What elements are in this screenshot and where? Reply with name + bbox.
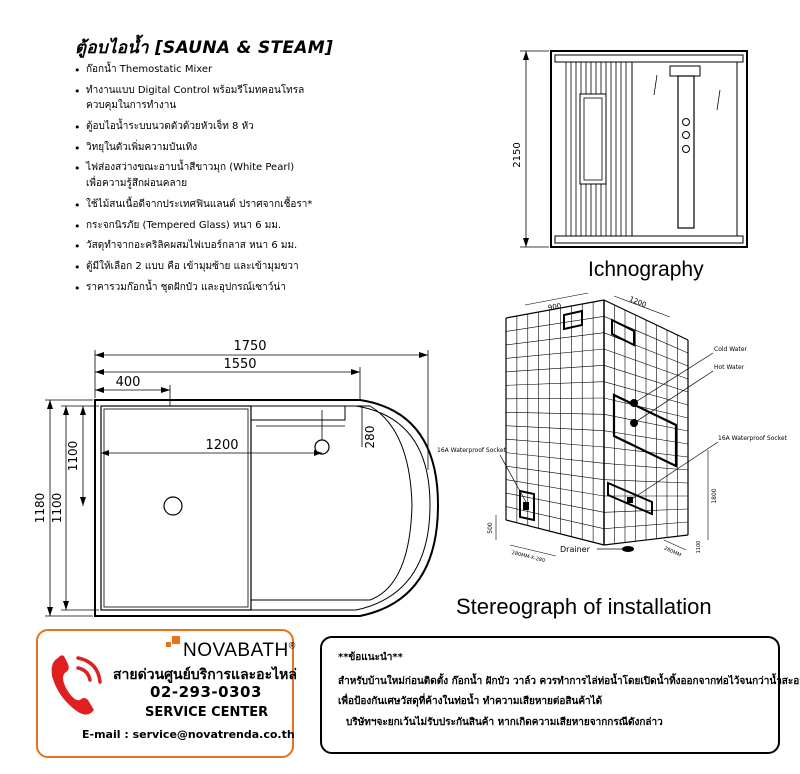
feature-item: เพื่อความรู้สึกผ่อนคลาย <box>86 178 188 190</box>
stereo-drainer: Drainer <box>560 545 591 554</box>
stereo-hot-water: Hot Water <box>714 364 745 371</box>
brand-logo: NOVABATH® <box>183 640 296 662</box>
tile-grid-line <box>505 332 605 346</box>
stereo-dim-left-small: 500 <box>487 522 494 534</box>
tile-grid-line <box>505 465 605 480</box>
feature-item: กระจกนิรภัย (Tempered Glass) หนา 6 มม. <box>74 220 404 233</box>
feature-item: ไฟส่องสว่างขณะอาบน้ำสีขาวมุก (White Pear… <box>74 162 404 175</box>
tile-grid-line <box>505 397 605 400</box>
dim-drain-offset: 280 <box>363 426 377 449</box>
stereo-dim-bottom-right: 280MM <box>663 546 682 559</box>
feature-item: ตู้มีให้เลือก 2 แบบ คือ เข้ามุมซ้าย และเ… <box>74 261 404 274</box>
feature-item: ใช้ไม้สนเนื้อดีจากประเทศฟินแลนด์ ปราศจาก… <box>74 199 404 212</box>
tile-grid-line <box>505 316 605 332</box>
tile-grid-line <box>505 425 605 431</box>
tile-grid-line <box>603 381 689 406</box>
tile-grid-line <box>505 411 605 415</box>
ichnography-label: Ichnography <box>588 258 704 281</box>
brand-registered: ® <box>288 640 296 651</box>
dim-seat: 400 <box>116 375 141 390</box>
stereo-socket-left: 16A Waterproof Socket <box>437 447 507 454</box>
stereo-dim-top-right: 1200 <box>628 295 648 309</box>
tile-grid-line <box>603 348 689 380</box>
tile-grid-line <box>603 430 689 445</box>
note-line-2: เพื่อป้องกันเศษวัสดุที่ค้างในท่อน้ำ ทำคว… <box>338 696 603 707</box>
tile-grid-line <box>505 438 605 448</box>
feature-item: วิทยุในตัวเพิ่มความบันเทิง <box>74 142 404 155</box>
dim-inner-width: 1550 <box>223 357 256 372</box>
tile-grid-line <box>505 492 605 513</box>
feature-list: ก๊อกน้ำ Themostatic Mixer ทำงานแบบ Digita… <box>74 64 404 302</box>
feature-item: ราคารวมก๊อกน้ำ ชุดฝักบัว และอุปกรณ์เซาว์… <box>74 282 404 295</box>
note-box <box>320 636 780 754</box>
ichno-height-dim: 2150 <box>512 142 523 167</box>
hotline-label: สายด่วนศูนย์บริการและอะไหล่ <box>113 667 297 683</box>
service-center-label: SERVICE CENTER <box>145 705 269 720</box>
tile-grid-line <box>505 365 605 373</box>
dim-depth-outer: 1180 <box>33 493 47 524</box>
phone-icon <box>51 655 102 715</box>
note-line-3: บริษัทฯจะยกเว้นไม่รับประกันสินค้า หากเกิ… <box>346 717 663 728</box>
stereograph-label: Stereograph of installation <box>456 594 712 619</box>
tile-grid-line <box>603 365 689 393</box>
tile-grid-line <box>505 381 605 386</box>
tile-grid-line <box>505 452 605 464</box>
email-address: E-mail : service@novatrenda.co.th <box>82 728 295 741</box>
tile-grid-line <box>603 397 689 419</box>
feature-item: วัสดุทำจากอะคริลิคผสมไฟเบอร์กลาส หนา 6 ม… <box>74 240 404 253</box>
tile-grid-line <box>505 479 605 497</box>
tile-grid-line <box>603 414 689 432</box>
tile-grid-line <box>505 348 605 359</box>
stereo-dim-top-left: 900 <box>547 302 562 312</box>
stereo-dim-side: 1100 <box>696 541 702 554</box>
tile-grid-line <box>505 506 605 529</box>
note-line-1: สำหรับบ้านใหม่ก่อนติดตั้ง ก๊อกน้ำ ฝักบัว… <box>338 676 800 687</box>
feature-item: ตู้อบไอน้ำระบบนวดตัวด้วยหัวเจ็ท 8 หัว <box>74 121 404 134</box>
tile-grid-line <box>603 521 689 529</box>
stereo-cold-water: Cold Water <box>714 346 748 353</box>
dim-depth-mid: 1100 <box>50 493 64 524</box>
dim-inner-length: 1200 <box>205 438 238 453</box>
feature-item: ก๊อกน้ำ Themostatic Mixer <box>74 64 404 77</box>
tile-grid-line <box>603 463 689 471</box>
brand-mark-square-small <box>166 642 171 647</box>
service-center-box <box>36 629 294 758</box>
tile-grid-line <box>603 479 689 484</box>
phone-number: 02-293-0303 <box>150 683 262 701</box>
dim-total-width: 1750 <box>233 339 266 354</box>
stereo-dim-right-height: 1800 <box>711 488 718 503</box>
tile-grid-line <box>603 332 689 367</box>
dim-depth-inner: 1100 <box>66 441 80 472</box>
brand-name: NOVABATH <box>183 640 289 661</box>
page-title: ตู้อบไอน้ำ [SAUNA & STEAM] <box>75 38 334 58</box>
brand-mark-square <box>172 636 180 644</box>
note-heading: **ข้อแนะนำ** <box>338 652 403 663</box>
feature-item: ควบคุมในการทำงาน <box>86 100 177 112</box>
feature-item: ทำงานแบบ Digital Control พร้อมรีโมทคอนโท… <box>74 85 404 98</box>
stereo-socket-right: 16A Waterproof Socket <box>718 435 788 442</box>
